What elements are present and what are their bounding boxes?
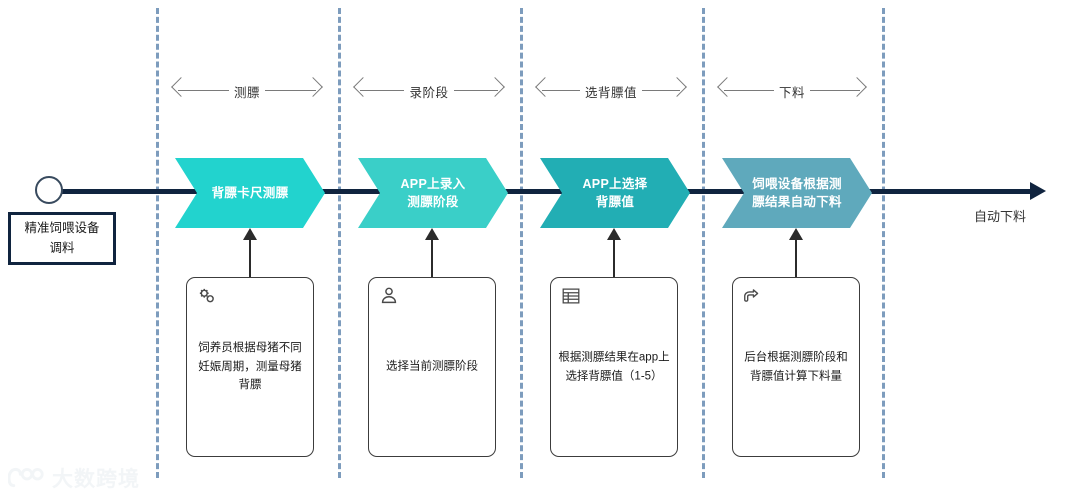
arrow-right-icon <box>667 77 687 97</box>
step-chevron-3[interactable]: APP上选择 背膘值 <box>540 158 690 228</box>
connector-arrow-icon-3 <box>607 228 621 240</box>
arrow-right-icon <box>303 77 323 97</box>
watermark: 大数跨境 <box>8 463 140 493</box>
note-card-text: 饲养员根据母猪不同妊娠周期，测量母猪背膘 <box>198 342 302 392</box>
start-label-line1: 精准饲喂设备 <box>24 221 100 236</box>
step-chevron-1[interactable]: 背膘卡尺测膘 <box>175 158 325 228</box>
chevron-label-line1: 背膘卡尺测膘 <box>211 185 289 200</box>
step-chevron-2[interactable]: APP上录入 测膘阶段 <box>358 158 508 228</box>
logo-mark-icon <box>8 467 44 488</box>
lane-divider-1 <box>156 8 159 478</box>
phase-span-1: 测膘 <box>160 74 334 108</box>
connector-arrow-icon-1 <box>243 228 257 240</box>
chevron-label-line1: APP上选择 <box>582 176 648 191</box>
arrow-right-icon <box>847 77 867 97</box>
lane-divider-4 <box>702 8 705 478</box>
chevron-label-line1: 饲喂设备根据测 <box>752 176 842 191</box>
lane-divider-5 <box>882 8 885 478</box>
person-icon <box>378 285 400 307</box>
arrow-left-icon <box>717 77 737 97</box>
note-card-text: 选择当前测膘阶段 <box>386 360 478 373</box>
note-card-text: 根据测膘结果在app上选择背膘值（1-5） <box>558 351 670 382</box>
lane-divider-2 <box>338 8 341 478</box>
start-node-icon <box>35 176 63 204</box>
process-spine <box>48 189 1033 194</box>
note-card-3[interactable]: 根据测膘结果在app上选择背膘值（1-5） <box>550 277 678 457</box>
pointing-hand-icon <box>742 285 764 307</box>
phase-label: 选背膘值 <box>579 81 642 101</box>
watermark-text: 大数跨境 <box>52 468 140 491</box>
chevron-label-line2: 背膘值 <box>595 195 635 209</box>
phase-span-3: 选背膘值 <box>524 74 698 108</box>
phase-label: 下料 <box>773 81 810 101</box>
lane-divider-3 <box>520 8 523 478</box>
connector-3 <box>613 238 615 278</box>
step-chevron-4[interactable]: 饲喂设备根据测 膘结果自动下料 <box>722 158 872 228</box>
phase-label: 录阶段 <box>404 81 454 101</box>
start-label-line2: 调料 <box>49 240 75 255</box>
gear-icon <box>196 285 218 307</box>
chevron-label-line2: 膘结果自动下料 <box>752 195 842 209</box>
note-card-1[interactable]: 饲养员根据母猪不同妊娠周期，测量母猪背膘 <box>186 277 314 457</box>
arrow-left-icon <box>171 77 191 97</box>
chevron-label-line2: 测膘阶段 <box>407 195 459 209</box>
connector-1 <box>249 238 251 278</box>
start-label-box: 精准饲喂设备 调料 <box>8 212 116 265</box>
phase-span-2: 录阶段 <box>342 74 516 108</box>
spine-arrow-icon <box>1030 182 1046 200</box>
phase-label: 测膘 <box>228 81 265 101</box>
arrow-left-icon <box>535 77 555 97</box>
note-card-2[interactable]: 选择当前测膘阶段 <box>368 277 496 457</box>
arrow-left-icon <box>353 77 373 97</box>
connector-arrow-icon-2 <box>425 228 439 240</box>
connector-arrow-icon-4 <box>789 228 803 240</box>
table-icon <box>560 285 582 307</box>
phase-span-4: 下料 <box>706 74 878 108</box>
note-card-4[interactable]: 后台根据测膘阶段和背膘值计算下料量 <box>732 277 860 457</box>
end-label: 自动下料 <box>973 209 1026 224</box>
connector-4 <box>795 238 797 278</box>
note-card-text: 后台根据测膘阶段和背膘值计算下料量 <box>744 351 848 382</box>
chevron-label-line1: APP上录入 <box>400 176 466 191</box>
connector-2 <box>431 238 433 278</box>
arrow-right-icon <box>485 77 505 97</box>
